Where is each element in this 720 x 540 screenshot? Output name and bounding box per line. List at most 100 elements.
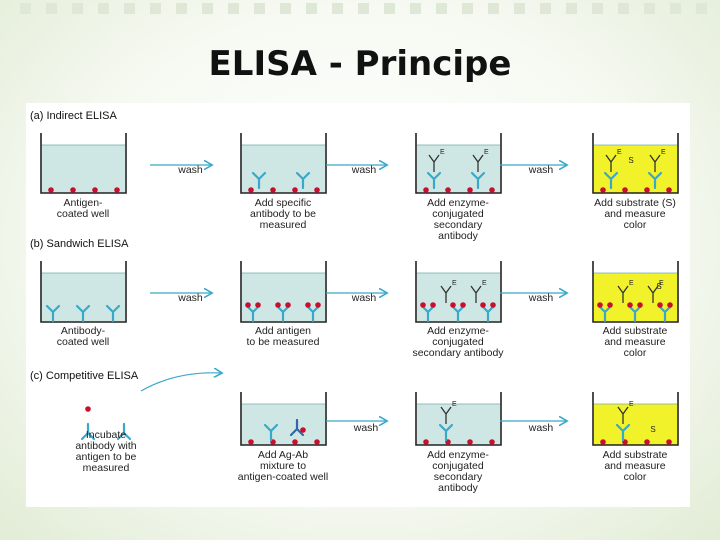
antibody-icon bbox=[603, 171, 619, 190]
step-caption: conjugated bbox=[432, 460, 484, 472]
step-caption: Add substrate bbox=[603, 325, 668, 337]
antigen-dot bbox=[667, 302, 673, 308]
antigen-dot bbox=[467, 187, 473, 193]
step-caption: Add substrate bbox=[603, 449, 668, 461]
antigen-dot bbox=[85, 406, 91, 412]
step-caption: conjugated bbox=[432, 336, 484, 348]
well bbox=[40, 261, 127, 323]
step-caption: antibody with bbox=[75, 440, 136, 452]
antigen-dot bbox=[490, 302, 496, 308]
step-caption: Add antigen bbox=[255, 325, 311, 337]
antigen-dot bbox=[637, 302, 643, 308]
antibody-icon bbox=[105, 304, 121, 323]
step-caption: Add enzyme- bbox=[427, 325, 489, 337]
transfer-arrow bbox=[140, 373, 221, 392]
antigen-dot bbox=[627, 302, 633, 308]
well-wall bbox=[592, 261, 679, 323]
antigen-dot bbox=[622, 187, 628, 193]
substrate-liquid bbox=[594, 404, 677, 445]
substrate-mark: S bbox=[650, 425, 655, 434]
well-wall bbox=[40, 261, 127, 323]
well-wall bbox=[592, 133, 679, 194]
antigen-dot bbox=[248, 439, 254, 445]
antigen-dot bbox=[420, 302, 426, 308]
antigen-dot bbox=[92, 187, 98, 193]
step-caption: measured bbox=[260, 219, 307, 231]
step-caption: Add enzyme- bbox=[427, 449, 489, 461]
step-caption: antibody bbox=[438, 230, 478, 242]
enzyme-mark: E bbox=[440, 149, 445, 156]
antigen-dot bbox=[314, 439, 320, 445]
substrate-mark: S bbox=[656, 282, 661, 291]
antigen-dot bbox=[48, 187, 54, 193]
step-caption: mixture to bbox=[260, 460, 306, 472]
antibody-icon bbox=[289, 418, 305, 437]
well-wall bbox=[592, 392, 679, 446]
secondary-antibody-icon bbox=[605, 154, 617, 172]
antigen-dot bbox=[300, 427, 306, 433]
antigen-dot bbox=[644, 439, 650, 445]
antigen-dot bbox=[270, 187, 276, 193]
well-wall bbox=[415, 261, 502, 323]
step-caption: measured bbox=[83, 462, 130, 474]
antibody-icon bbox=[426, 171, 442, 190]
enzyme-mark: E bbox=[629, 401, 634, 408]
step-caption: secondary bbox=[434, 219, 483, 231]
step-caption: and measure bbox=[604, 460, 665, 472]
antigen-dot bbox=[489, 187, 495, 193]
antigen-dot bbox=[445, 187, 451, 193]
step-caption: antigen to be bbox=[76, 451, 137, 463]
step-caption: coated well bbox=[57, 208, 110, 220]
step-caption: Add enzyme- bbox=[427, 197, 489, 209]
enzyme-mark: E bbox=[629, 280, 634, 287]
well bbox=[240, 392, 327, 446]
well-liquid bbox=[417, 404, 500, 445]
well-wall bbox=[415, 133, 502, 194]
wash-label: wash bbox=[351, 292, 377, 304]
antigen-dot bbox=[255, 302, 261, 308]
antigen-dot bbox=[666, 439, 672, 445]
step-caption: and measure bbox=[604, 208, 665, 220]
step-caption: secondary antibody bbox=[412, 347, 504, 359]
secondary-antibody-icon bbox=[440, 285, 452, 303]
antigen-dot bbox=[600, 439, 606, 445]
wash-label: wash bbox=[177, 292, 203, 304]
step-caption: Add specific bbox=[255, 197, 312, 209]
wash-label: wash bbox=[528, 292, 554, 304]
step-caption: Add Ag-Ab bbox=[258, 449, 308, 461]
antigen-dot bbox=[114, 187, 120, 193]
step-caption: antibody bbox=[438, 482, 478, 494]
antigen-dot bbox=[314, 187, 320, 193]
antigen-dot bbox=[248, 187, 254, 193]
antibody-icon bbox=[470, 171, 486, 190]
antibody-icon bbox=[80, 422, 96, 441]
wash-label: wash bbox=[351, 164, 377, 176]
enzyme-mark: E bbox=[452, 280, 457, 287]
secondary-antibody-icon bbox=[647, 285, 659, 303]
well-liquid bbox=[42, 145, 125, 193]
antigen-dot bbox=[245, 302, 251, 308]
antibody-icon bbox=[263, 423, 279, 442]
antibody-icon bbox=[295, 171, 311, 190]
antibody-icon bbox=[75, 304, 91, 323]
antigen-dot bbox=[450, 302, 456, 308]
secondary-antibody-icon bbox=[440, 406, 452, 424]
step-caption: Incubate bbox=[86, 429, 126, 441]
antibody-icon bbox=[647, 171, 663, 190]
enzyme-mark: E bbox=[482, 280, 487, 287]
secondary-antibody-icon bbox=[470, 285, 482, 303]
antigen-dot bbox=[607, 302, 613, 308]
well bbox=[40, 133, 127, 194]
secondary-antibody-icon bbox=[649, 154, 661, 172]
antigen-dot bbox=[70, 187, 76, 193]
antibody-icon bbox=[45, 304, 61, 323]
slide-title: ELISA - Principe bbox=[208, 44, 512, 84]
antigen-dot bbox=[423, 187, 429, 193]
well-liquid bbox=[242, 404, 325, 445]
well-wall bbox=[240, 261, 327, 323]
section-heading: (c) Competitive ELISA bbox=[30, 370, 139, 382]
secondary-antibody-icon bbox=[617, 406, 629, 424]
